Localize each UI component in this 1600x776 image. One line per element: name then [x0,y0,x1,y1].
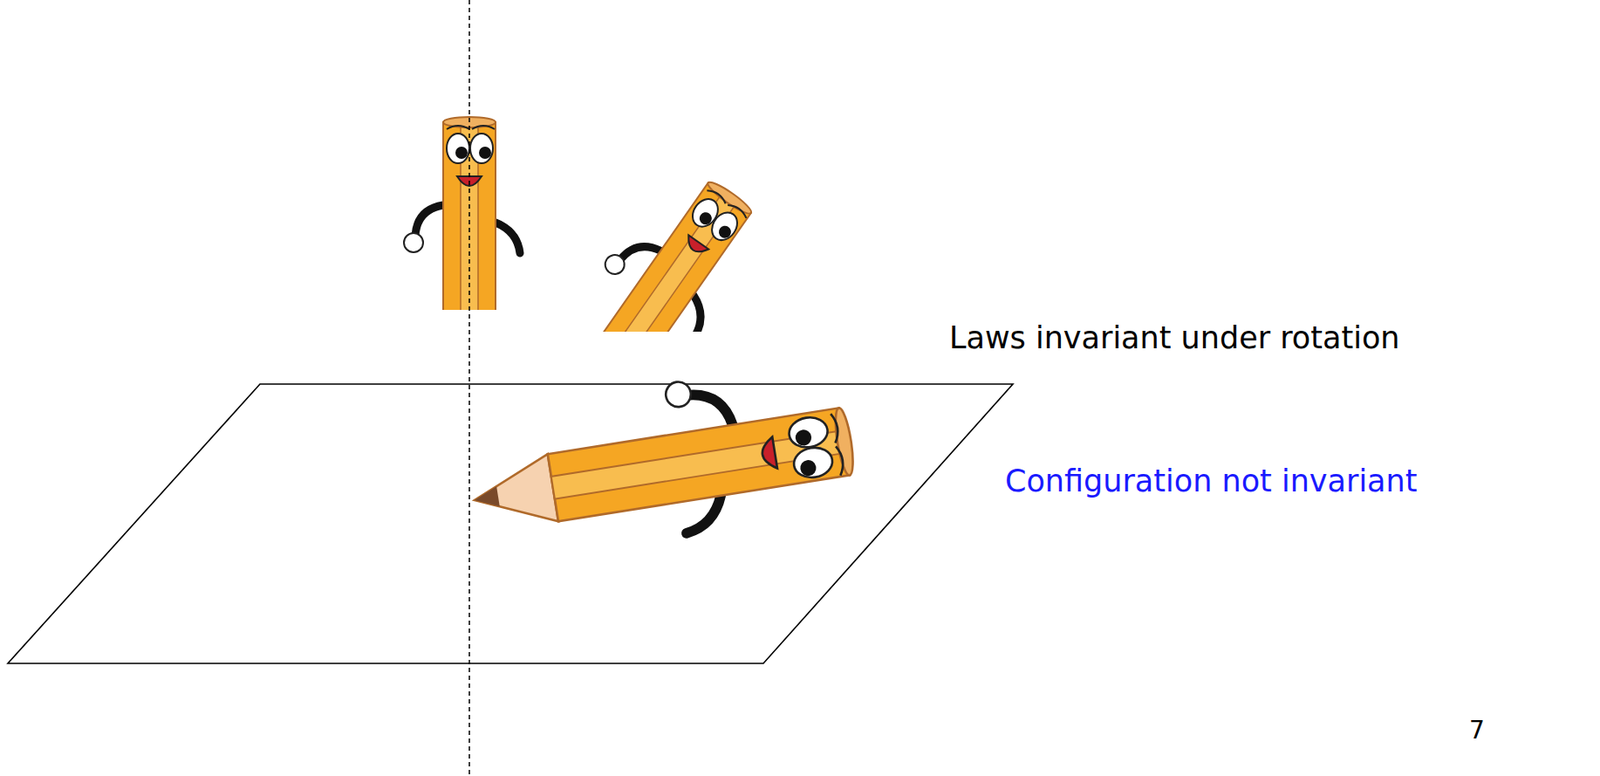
statement-text: Configuration not invariant [1005,462,1417,500]
page-number: 7 [1469,715,1485,746]
fallen-pencil [461,355,862,565]
statement-text: Laws invariant under rotation [949,319,1400,356]
tilted-pencil [523,157,774,332]
upright-pencil [403,116,520,310]
plane [7,383,1013,664]
rotation-axis [468,0,471,776]
